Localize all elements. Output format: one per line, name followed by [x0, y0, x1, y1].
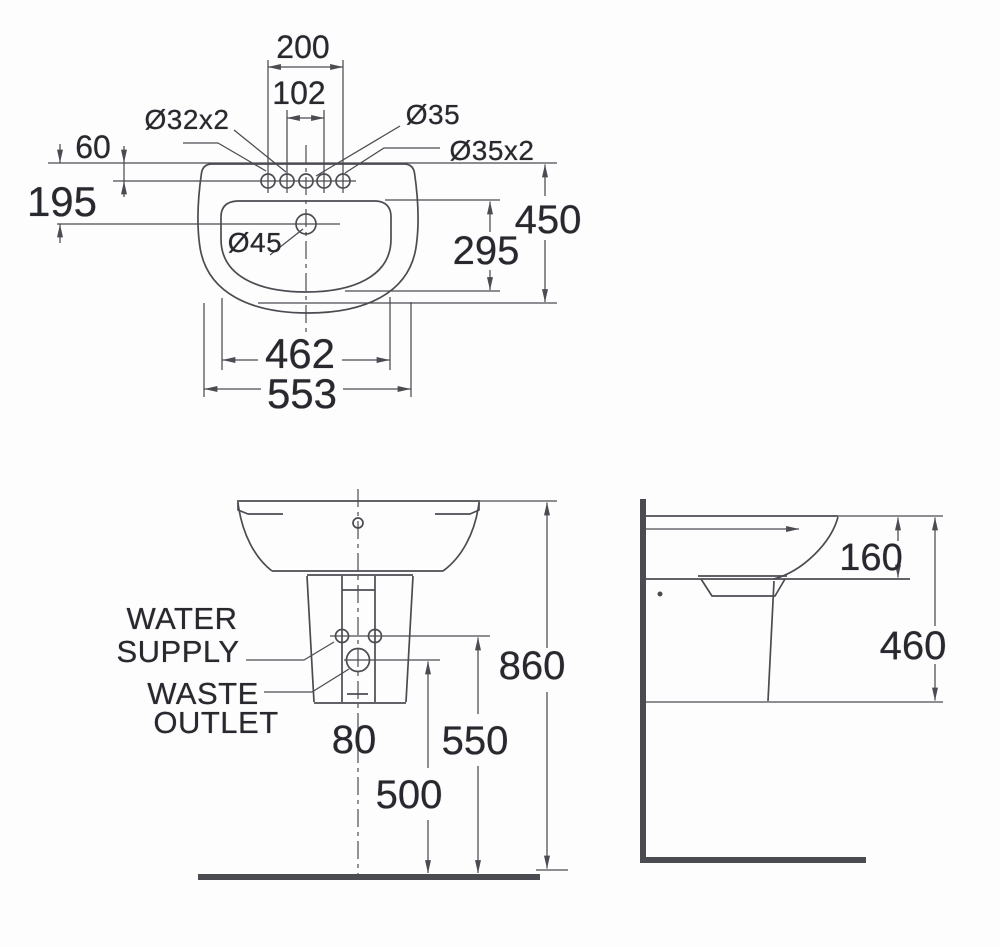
leader-32x2-a — [183, 142, 267, 172]
shroud-front-edge — [767, 580, 775, 702]
pedestal-right-side — [405, 575, 414, 703]
leader-35x2 — [344, 147, 440, 174]
water-supply-leader — [246, 641, 335, 661]
waste-outlet-leader — [264, 668, 350, 693]
dim-550-label: 550 — [442, 719, 509, 763]
basin-rim-mark-right — [435, 502, 480, 515]
basin-rim-mark-left — [237, 502, 283, 515]
basin-outline — [197, 163, 419, 314]
water-supply-label-line1: WATER — [127, 601, 238, 636]
pedestal-left-side — [306, 575, 315, 703]
dim-295-label: 295 — [453, 229, 520, 273]
fixing-dot — [657, 591, 663, 597]
dim-553-label: 553 — [267, 370, 337, 417]
faucet-hole — [298, 173, 314, 189]
dim-102-label: 102 — [272, 75, 325, 111]
plan-view: 200 102 60 195 450 295 462 553 Ø32x2 Ø35… — [27, 29, 581, 417]
dim-200-label: 200 — [276, 29, 329, 65]
hole-label-32x2: Ø32x2 — [145, 104, 230, 135]
dim-860-label: 860 — [499, 644, 566, 688]
dim-450-label: 450 — [515, 198, 582, 242]
dim-460-label: 460 — [880, 624, 947, 668]
waste-outlet-label-line1: WASTE — [147, 676, 259, 711]
water-supply-label-line2: SUPPLY — [116, 634, 239, 669]
side-view: 160 460 — [640, 499, 947, 863]
dim-160-label: 160 — [839, 537, 902, 579]
dim-195-label: 195 — [27, 178, 97, 225]
leader-32x2-b — [233, 129, 287, 173]
hole-label-35x2: Ø35x2 — [450, 135, 535, 166]
bowl-outline — [220, 200, 392, 293]
dim-80-label: 80 — [332, 718, 377, 762]
front-view: WATER SUPPLY WASTE OUTLET 80 500 550 860 — [116, 489, 568, 880]
basin-right-side — [442, 502, 480, 572]
hole-label-35: Ø35 — [406, 99, 460, 130]
drain-hole — [295, 213, 317, 235]
trap-cover-box — [700, 578, 786, 597]
dim-60-label: 60 — [75, 129, 111, 165]
bowl-front-curve — [773, 516, 839, 580]
drain-leader-line — [269, 228, 304, 256]
dim-500-label: 500 — [376, 773, 443, 817]
leader-35 — [315, 125, 401, 177]
dim-462-label: 462 — [265, 330, 335, 377]
drain-label-45: Ø45 — [228, 227, 282, 258]
waste-outlet-label-line2: OUTLET — [153, 705, 278, 740]
